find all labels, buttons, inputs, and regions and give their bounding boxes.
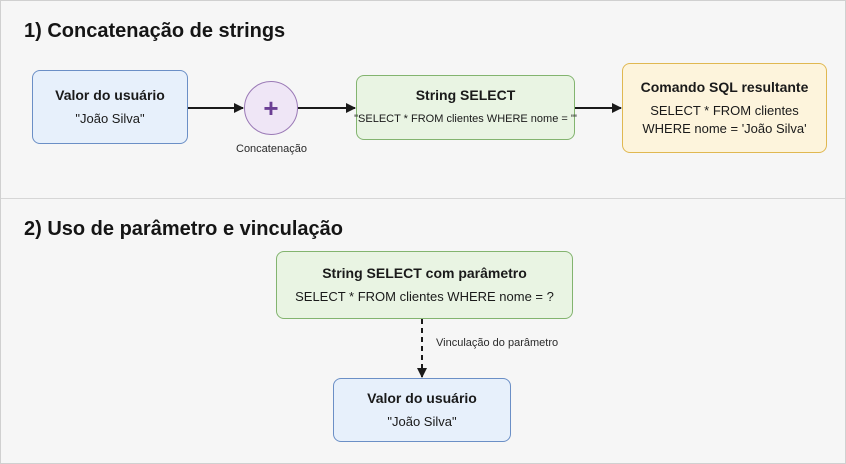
plus-icon: + — [263, 93, 279, 123]
param-select-title: String SELECT com parâmetro — [322, 264, 527, 281]
user-value-text-2: "João Silva" — [387, 413, 457, 429]
result-sql-title: Comando SQL resultante — [640, 78, 809, 95]
user-value-box-1: Valor do usuário "João Silva" — [32, 70, 188, 144]
section1-title: 1) Concatenação de strings — [24, 20, 286, 42]
user-value-box-2: Valor do usuário "João Silva" — [333, 378, 511, 442]
param-select-box: String SELECT com parâmetro SELECT * FRO… — [276, 251, 573, 319]
result-sql-box: Comando SQL resultante SELECT * FROM cli… — [622, 63, 827, 153]
result-sql-line2: WHERE nome = 'João Silva' — [642, 120, 807, 136]
select-string-title: String SELECT — [415, 87, 516, 103]
user-value-text-1: "João Silva" — [75, 110, 145, 126]
binding-caption: Vinculação do parâmetro — [436, 337, 559, 349]
select-string-text: "SELECT * FROM clientes WHERE nome = '" — [354, 113, 577, 125]
param-select-text: SELECT * FROM clientes WHERE nome = ? — [295, 288, 554, 304]
concat-caption: Concatenação — [236, 143, 307, 155]
concat-operator-node: + — [244, 81, 298, 135]
user-value-title-2: Valor do usuário — [367, 389, 477, 406]
section2-title: 2) Uso de parâmetro e vinculação — [24, 218, 344, 240]
user-value-title-1: Valor do usuário — [55, 86, 165, 103]
select-string-box: String SELECT "SELECT * FROM clientes WH… — [354, 75, 577, 140]
section-divider — [1, 198, 845, 199]
result-sql-line1: SELECT * FROM clientes — [650, 102, 799, 118]
